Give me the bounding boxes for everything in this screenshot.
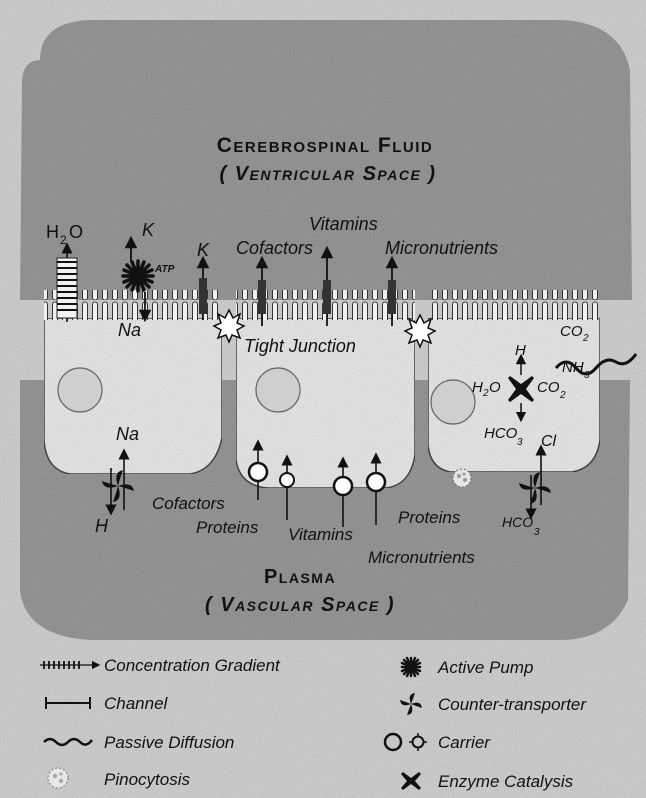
legend-pinocytosis-icon (48, 768, 68, 788)
pinocytosis-basal-icon (453, 469, 471, 487)
legend-label-enzyme-catalysis: Enzyme Catalysis (438, 772, 574, 791)
h2o-cell3-h: H (472, 379, 483, 396)
microvilli-right (428, 290, 600, 320)
na-pump-label: Na (118, 320, 141, 340)
hco3-mid-label: HCO (484, 425, 518, 442)
csf-subtitle: ( Ventricular Space ) (219, 163, 436, 185)
nucleus-left (58, 368, 102, 412)
hco3-bottom-label: HCO (502, 514, 533, 530)
micronutrients-apical-label: Micronutrients (385, 238, 498, 258)
atp-label: ATP (154, 264, 175, 275)
legend-label-carrier: Carrier (438, 733, 491, 752)
legend-label-passive-diffusion: Passive Diffusion (104, 733, 234, 752)
h2o-concentration-gradient-icon (57, 248, 77, 322)
cofactors-apical-label: Cofactors (236, 238, 313, 258)
plasma-subtitle: ( Vascular Space ) (205, 594, 395, 616)
cofactors-basal-label: Cofactors (152, 494, 225, 513)
hco3-bottom-sub: 3 (534, 527, 540, 538)
legend-label-pinocytosis: Pinocytosis (104, 770, 190, 789)
legend-active-pump-icon (402, 658, 420, 676)
k-channel-label: K (197, 240, 210, 260)
h2o-cell3-o: O (489, 379, 501, 396)
vitamins-basal-label: Vitamins (288, 525, 353, 544)
h-plus-label: H (515, 342, 526, 359)
h2o-cell3-sub: 2 (482, 388, 489, 399)
plasma-title: Plasma (264, 566, 336, 588)
cl-label: Cl (541, 433, 557, 450)
co2-top-sub: 2 (582, 333, 589, 344)
tight-junction-right-icon (405, 315, 435, 347)
h-basal-label: H (95, 516, 109, 536)
co2-top-label: CO (560, 323, 583, 340)
nucleus-middle (256, 368, 300, 412)
h2o-label-o: O (69, 222, 83, 242)
nh3-label: NH (562, 359, 584, 376)
h2o-label-h: H (46, 222, 59, 242)
proteins-left-label: Proteins (196, 518, 259, 537)
na-basal-label: Na (116, 424, 139, 444)
micronutrients-basal-label: Micronutrients (368, 548, 475, 567)
tight-junction-left-icon (214, 310, 244, 342)
legend-label-channel: Channel (104, 694, 169, 713)
legend-label-active-pump: Active Pump (437, 658, 533, 677)
hco3-mid-sub: 3 (517, 437, 523, 448)
csf-title: Cerebrospinal Fluid (217, 134, 434, 157)
k-top-label: K (142, 220, 155, 240)
nh3-sub: 3 (584, 370, 590, 381)
vitamins-apical-label: Vitamins (309, 214, 378, 234)
co2-right-label: CO (537, 379, 560, 396)
h2o-label-sub: 2 (60, 233, 67, 247)
proteins-right-label: Proteins (398, 508, 461, 527)
legend-label-concentration-gradient: Concentration Gradient (104, 656, 281, 675)
tight-junction-label: Tight Junction (244, 336, 356, 356)
csf-region (20, 20, 632, 300)
legend-label-counter-transporter: Counter-transporter (438, 695, 587, 714)
nucleus-right (431, 380, 475, 424)
co2-right-sub: 2 (559, 390, 566, 401)
